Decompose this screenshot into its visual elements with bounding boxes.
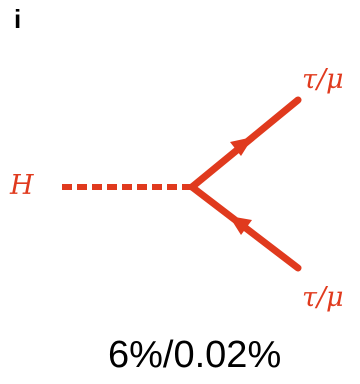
panel-label: i	[14, 4, 22, 34]
final-state-label-top: τ/μ	[302, 64, 344, 95]
higgs-label: H	[10, 170, 34, 201]
arrow-bottom-icon	[229, 216, 252, 235]
arrow-top-icon	[230, 137, 253, 156]
final-state-label-bottom: τ/μ	[302, 282, 344, 313]
branching-ratio: 6%/0.02%	[108, 334, 282, 376]
